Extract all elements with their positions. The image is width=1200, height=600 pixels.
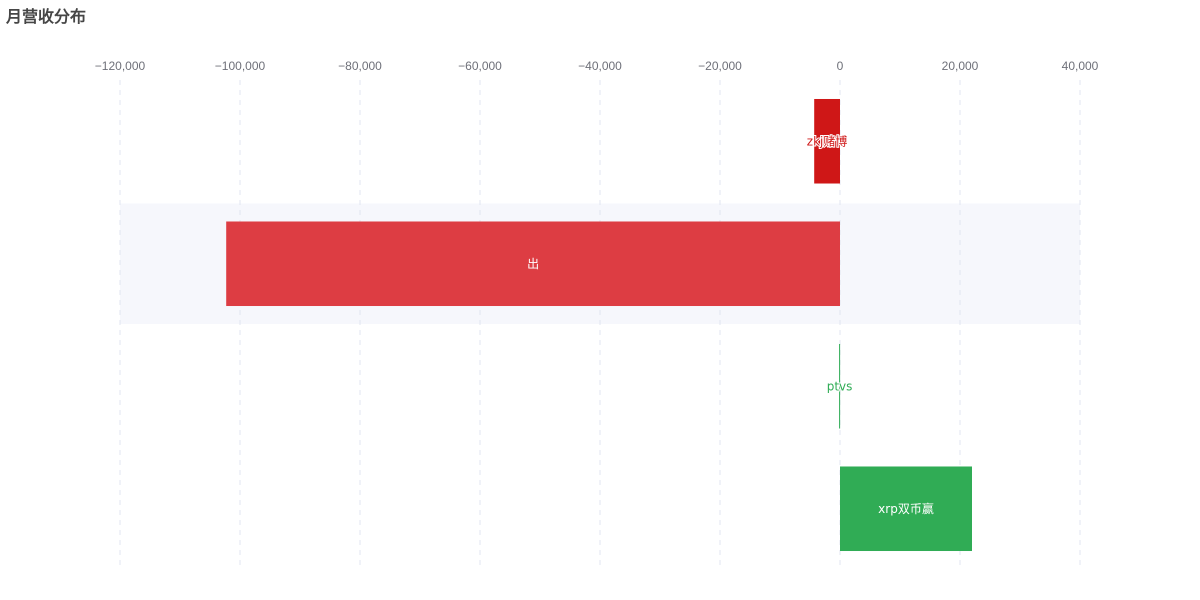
x-tick-label: −60,000 [458,59,502,73]
x-tick-label: 40,000 [1062,59,1099,73]
x-tick-label: 0 [837,59,844,73]
bar[interactable] [814,98,840,184]
bar-label: xrp双币赢 [878,501,934,516]
x-tick-label: 20,000 [942,59,979,73]
bar-label: zkj赌博 [807,133,848,148]
chart-title: 月营收分布 [6,7,87,26]
bar[interactable] [226,221,840,307]
bar[interactable] [840,466,972,552]
bar-layer [226,98,972,552]
x-tick-label: −100,000 [215,59,266,73]
x-tick-label: −120,000 [95,59,146,73]
x-tick-label: −40,000 [578,59,622,73]
x-axis-ticks: −120,000 −100,000 −80,000 −60,000 −40,000 −20… [95,59,1099,73]
bar-label: 出 [527,257,539,271]
bar[interactable] [839,343,841,429]
x-tick-label: −80,000 [338,59,382,73]
bar-label: ptvs [827,379,853,393]
x-tick-label: −20,000 [698,59,742,73]
